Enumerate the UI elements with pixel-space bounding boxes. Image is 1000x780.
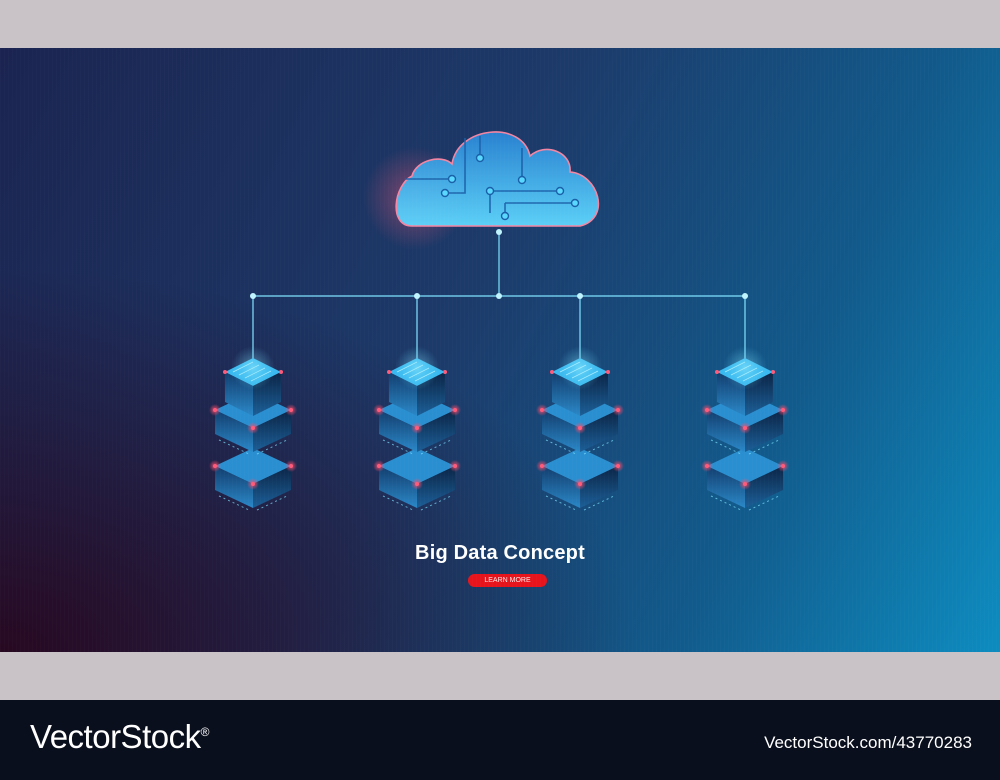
- server-rack-icon: [536, 346, 624, 510]
- server-rack-icon: [701, 346, 789, 510]
- network-illustration: [0, 131, 1000, 652]
- server-rack-icon: [209, 346, 297, 510]
- hero-banner: Big Data Concept LEARN MORE: [0, 48, 1000, 652]
- brand-name: VectorStock: [30, 718, 201, 755]
- registered-mark: ®: [200, 725, 210, 739]
- cloud-circuit-icon: [395, 131, 599, 227]
- cloud-halo: [363, 146, 467, 250]
- learn-more-button[interactable]: LEARN MORE: [468, 574, 547, 587]
- footer-bar: VectorStock® VectorStock.com/43770283: [0, 700, 1000, 780]
- headline: Big Data Concept: [415, 542, 585, 564]
- server-rack-icon: [373, 346, 461, 510]
- network-lines: [252, 232, 746, 378]
- image-id: VectorStock.com/43770283: [764, 733, 972, 752]
- vectorstock-logo[interactable]: VectorStock®: [30, 718, 209, 756]
- network-junctions: [250, 229, 748, 299]
